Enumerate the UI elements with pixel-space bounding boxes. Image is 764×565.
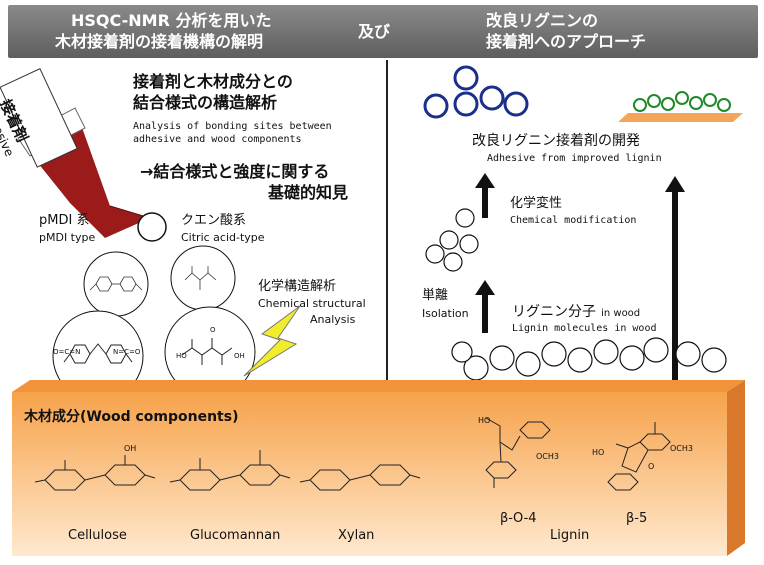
chem-label-en-2: Analysis xyxy=(310,313,356,326)
mol-label-o: O xyxy=(210,326,216,334)
glucomannan-label: Glucomannan xyxy=(190,528,281,543)
b-5-o-label: O xyxy=(648,462,655,471)
b-5-och3-label: OCH3 xyxy=(670,444,693,453)
cellulose-label: Cellulose xyxy=(68,528,127,543)
xylan-structure xyxy=(299,464,421,491)
isolated-lignin-circles xyxy=(425,208,479,272)
citric-small-molecule xyxy=(184,266,217,290)
left-title-jp-2: 結合様式の構造解析 xyxy=(133,93,278,112)
lignin-label-jp-row: リグニン分子 in wood xyxy=(512,301,640,321)
lignin-label: Lignin xyxy=(550,528,590,543)
isolation-label-en: Isolation xyxy=(422,307,469,320)
cellulose-structure xyxy=(34,455,156,491)
improved-label-en: Adhesive from improved lignin xyxy=(487,153,662,164)
chemmod-label-jp: 化学変性 xyxy=(510,196,563,211)
xylan-label: Xylan xyxy=(338,528,375,543)
b-5-ho-label: HO xyxy=(592,448,605,457)
left-title-jp-1: 接着剤と木材成分との xyxy=(133,72,293,91)
isolation-label-jp: 単離 xyxy=(422,288,449,303)
header-right-line1: 改良リグニンの xyxy=(486,11,599,30)
arrow-up-long xyxy=(665,176,685,398)
droplet-circle xyxy=(137,212,167,242)
chemmod-label-en: Chemical modification xyxy=(510,215,637,226)
header-left-line2: 木材接着剤の接着機構の解明 xyxy=(55,32,264,51)
lignin-label-jp: リグニン分子 xyxy=(512,304,596,320)
pmdi-large-molecule xyxy=(63,343,133,364)
chem-label-jp: 化学構造解析 xyxy=(258,279,337,294)
b-5-label: β-5 xyxy=(626,511,648,526)
lignin-label-jp-suffix: in wood xyxy=(601,308,641,319)
pmdi-label-en: pMDI type xyxy=(39,231,96,244)
header-right-line2: 接着剤へのアプローチ xyxy=(486,32,647,51)
b-5-structure xyxy=(607,422,671,491)
modified-lignin-circles xyxy=(423,65,529,119)
mol-label-nco-right: N=C=O xyxy=(113,348,141,356)
left-result-jp-2: 基礎的知見 xyxy=(268,183,349,202)
improved-label-jp: 改良リグニン接着剤の開発 xyxy=(472,133,640,149)
citric-small-circle xyxy=(170,245,236,311)
chem-label-en-1: Chemical structural xyxy=(258,297,366,310)
pmdi-label-jp: pMDI 系 xyxy=(39,213,90,228)
b-o-4-ho-label: HO xyxy=(478,416,491,425)
citric-label-en: Citric acid-type xyxy=(181,231,265,244)
b-o-4-label: β-O-4 xyxy=(500,511,537,526)
green-lignin-circles xyxy=(633,91,731,112)
pmdi-small-molecule xyxy=(89,276,143,292)
header-left-line1: HSQC-NMR 分析を用いた xyxy=(71,11,272,30)
lignin-label-en: Lignin molecules in wood xyxy=(512,323,657,334)
left-result-jp-1: →結合様式と強度に関する xyxy=(140,162,330,181)
pmdi-large-circle xyxy=(52,310,144,398)
header-bar: HSQC-NMR 分析を用いた 木材接着剤の接着機構の解明 及び 改良リグニンの… xyxy=(8,5,758,58)
wood-title: 木材成分(Wood components) xyxy=(24,409,239,425)
arrow-up-isolation xyxy=(475,280,495,333)
left-title-en-2: adhesive and wood components xyxy=(133,134,302,145)
arrow-up-chemmod xyxy=(475,173,495,218)
adhesive-tag xyxy=(0,68,78,168)
panel-divider xyxy=(386,60,388,390)
mol-label-oh: OH xyxy=(234,352,245,360)
b-o-4-och3-label: OCH3 xyxy=(536,452,559,461)
glucomannan-structure xyxy=(169,450,291,491)
b-o-4-structure xyxy=(485,417,551,488)
left-panel-graphics xyxy=(0,68,301,398)
right-panel-graphics xyxy=(423,65,743,398)
mol-label-ho: HO xyxy=(176,352,187,360)
wood-board xyxy=(618,113,743,122)
left-title-en-1: Analysis of bonding sites between xyxy=(133,121,332,132)
citric-label-jp: クエン酸系 xyxy=(181,213,247,228)
citric-large-molecule xyxy=(181,338,233,365)
wood-lignin-circles xyxy=(451,337,727,381)
header-middle: 及び xyxy=(358,22,391,41)
mol-label-nco-left: O=C=N xyxy=(53,348,81,356)
lightning-icon xyxy=(243,305,301,377)
wood-slab xyxy=(12,380,745,556)
cellulose-oh-label: OH xyxy=(124,444,137,453)
